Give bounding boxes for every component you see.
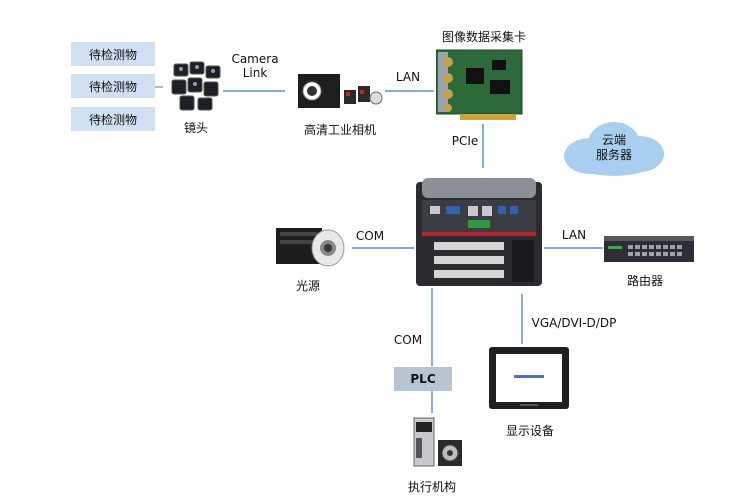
cloud-label: 云端 服务器 xyxy=(595,133,632,162)
light-source-label: 光源 xyxy=(295,279,320,293)
lan-top-label: LAN xyxy=(395,70,421,84)
object-box: 待检测物 xyxy=(71,74,155,98)
actuator-icon xyxy=(410,414,466,474)
object-box: 待检测物 xyxy=(71,107,155,131)
light-source-icon xyxy=(274,224,350,270)
display-label: 显示设备 xyxy=(505,424,554,438)
capture-card-icon xyxy=(435,46,528,122)
router-label: 路由器 xyxy=(626,274,663,288)
lens-label: 镜头 xyxy=(183,121,208,135)
industrial-pc-icon xyxy=(412,176,546,290)
camera-icon xyxy=(294,70,384,116)
display-icon xyxy=(488,346,570,412)
com-bottom-label: COM xyxy=(393,333,423,347)
object-box: 待检测物 xyxy=(71,42,155,66)
vga-label: VGA/DVI-D/DP xyxy=(531,316,617,330)
camera-link-label: Camera Link xyxy=(231,52,279,80)
camera-label: 高清工业相机 xyxy=(303,123,376,137)
plc-box: PLC xyxy=(394,367,452,391)
pcie-label: PCIe xyxy=(451,134,479,148)
cloud-icon xyxy=(560,118,668,180)
router-icon xyxy=(602,232,698,266)
lens-icon xyxy=(168,58,224,114)
lan-right-label: LAN xyxy=(561,228,587,242)
capture-card-label: 图像数据采集卡 xyxy=(441,30,526,44)
actuator-label: 执行机构 xyxy=(407,480,456,494)
com-left-label: COM xyxy=(355,229,385,243)
